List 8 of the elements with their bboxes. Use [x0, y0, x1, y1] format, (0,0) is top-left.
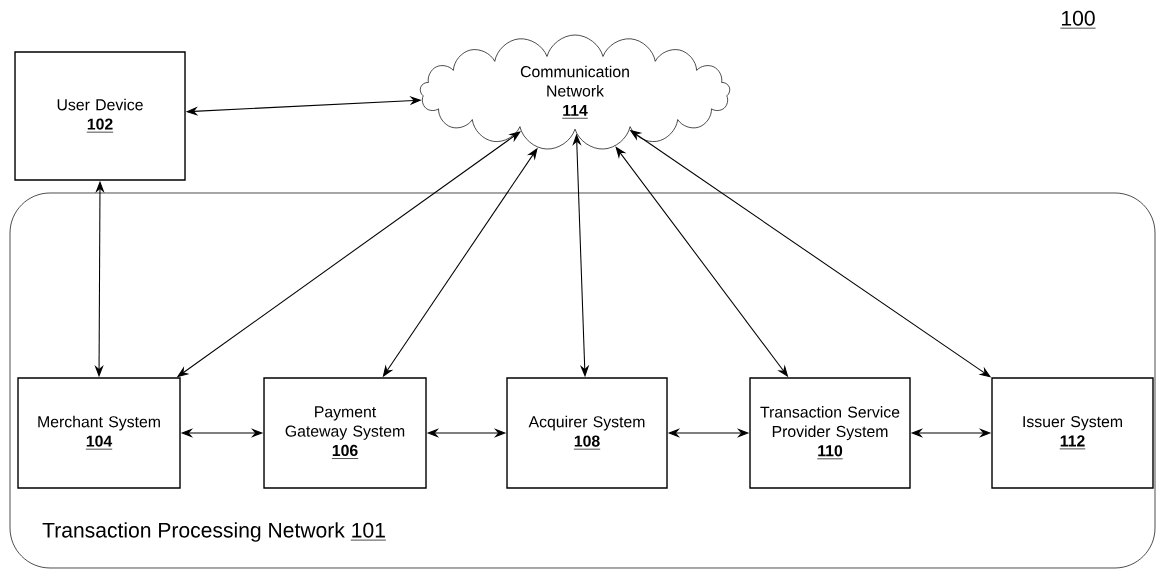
network-cloud: Communication Network 114 — [419, 34, 731, 150]
system-box: Payment Gateway System 106 — [263, 377, 427, 489]
system-box: Merchant System 104 — [17, 377, 181, 489]
system-box: Acquirer System 108 — [506, 377, 668, 489]
system-box: Issuer System 112 — [991, 377, 1154, 489]
system-box: Transaction Service Provider System 110 — [749, 377, 911, 489]
system-box: User Device 102 — [14, 51, 186, 181]
figure-number: 100 — [1060, 10, 1096, 29]
